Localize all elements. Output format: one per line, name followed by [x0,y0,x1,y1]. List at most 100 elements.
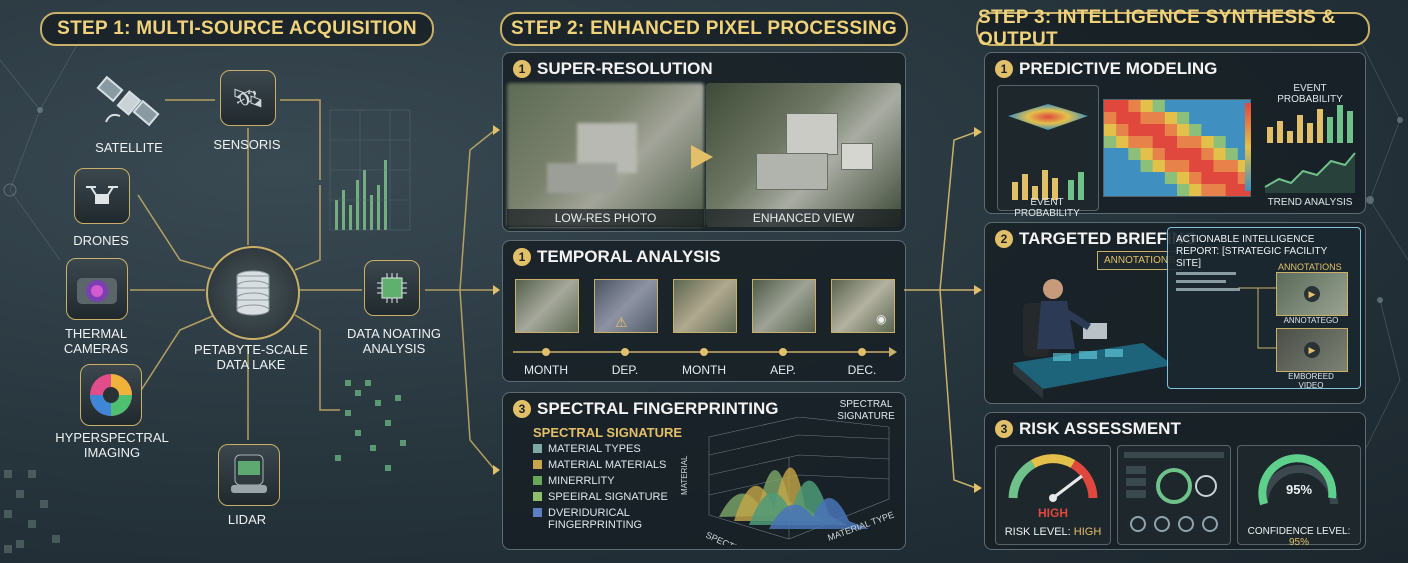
super-resolution-panel: 1 SUPER-RESOLUTION LOW-RES PHOTO ENHANCE… [502,52,906,232]
risk-level-label: RISK LEVEL: [1005,526,1071,538]
heatmap-cell [1177,184,1190,196]
annotations-right-label: ANNOTATIONS [1278,262,1342,272]
lidar-node[interactable] [218,444,280,506]
warning-icon: ⚠ [615,314,628,331]
legend-label: DVERIDURICAL FINGERPRINTING [548,507,683,531]
intelligence-report[interactable]: ACTIONABLE INTELLIGENCE REPORT: [STRATEG… [1167,227,1361,389]
temporal-frame-4[interactable] [752,279,816,333]
drones-node[interactable] [74,168,130,224]
heatmap-cell [1201,100,1214,113]
heatmap-cell [1177,100,1190,113]
legend-label: MATERIAL MATERIALS [548,459,666,471]
legend-item: MATERIAL MATERIALS [533,459,683,471]
heatmap-cell [1141,148,1154,161]
heatmap-cell [1189,148,1202,161]
heatmap-cell [1177,136,1190,149]
enhanced-caption: ENHANCED VIEW [706,209,901,227]
risk-panel: 3 RISK ASSESSMENT HIGH RISK LEVEL: HIGH [984,412,1366,550]
event-probability-bars [1263,97,1357,145]
hyperspectral-node[interactable] [80,364,142,426]
spectral-panel: 3 SPECTRAL FINGERPRINTING SPECTRAL SIGNA… [502,392,906,550]
super-resolution-title: 1 SUPER-RESOLUTION [513,59,713,79]
embedded-video-thumbnail[interactable]: ▶ [1276,328,1348,372]
heatmap-cell [1214,148,1227,161]
temporal-frame-5[interactable]: ◉ [831,279,895,333]
panel-title-text: PREDICTIVE MODELING [1019,59,1217,79]
panel-title-text: SUPER-RESOLUTION [537,59,713,79]
thermal-node[interactable] [66,258,128,320]
legend-item: SPEEIRAL SIGNATURE [533,491,683,503]
analyst-scene [993,253,1183,401]
sensors-label: SENSORIS [200,137,294,152]
confidence-gauge-card: 95% CONFIDENCE LEVEL: 95% [1237,445,1361,545]
sensors-node[interactable]: 🛰 [220,70,276,126]
trend-analysis-caption: TREND ANALYSIS [1261,197,1359,208]
lidar-icon [229,453,269,497]
spectral-legend: MATERIAL TYPESMATERIAL MATERIALSMINERRLI… [533,443,683,535]
database-icon [233,268,273,318]
axis-y-label: MATERIAL [680,455,689,495]
temporal-frame-2[interactable]: ⚠ [594,279,658,333]
heatmap-cell [1165,124,1178,137]
heatmap [1103,99,1251,197]
heatmap-cell [1104,124,1117,137]
event-probability-caption-left: EVENT PROBABILITY [997,197,1097,219]
heatmap-cell [1226,100,1239,113]
heatmap-cell [1128,136,1141,149]
heatmap-cell [1165,148,1178,161]
step-number: 3 [995,420,1013,438]
annotated-thumbnail[interactable]: ▶ [1276,272,1348,316]
timeline-label: AEP. [753,363,813,377]
play-icon: ▶ [1304,342,1320,358]
heatmap-cell [1141,184,1154,196]
temporal-frame-3[interactable] [673,279,737,333]
step-number: 2 [995,230,1013,248]
heatmap-cell [1128,112,1141,125]
heatmap-cell [1189,172,1202,185]
aperture-icon [87,371,135,419]
risk-level-text: RISK LEVEL: HIGH [996,526,1110,538]
datalake-node[interactable] [206,246,300,340]
satellite-label: SATELLITE [82,140,176,155]
confidence-level-text: CONFIDENCE LEVEL: 95% [1238,526,1360,548]
legend-swatch [533,460,542,469]
heatmap-cell [1104,100,1117,113]
analysis-label: DATA NOATING ANALYSIS [340,326,448,356]
heatmap-cell [1116,172,1129,185]
legend-item: MINERRLITY [533,475,683,487]
risk-gauge [996,446,1110,506]
heatmap-cell [1153,112,1166,125]
analysis-node[interactable] [364,260,420,316]
heatmap-cell [1165,184,1178,196]
heatmap-cell [1128,148,1141,161]
step-number: 1 [995,60,1013,78]
heatmap-cell [1165,172,1178,185]
heatmap-cell [1141,160,1154,173]
lidar-label: LIDAR [200,512,294,527]
satellite-icon [92,72,166,136]
heatmap-cell [1226,124,1239,137]
panel-title-text: RISK ASSESSMENT [1019,419,1181,439]
spectral-title: 3 SPECTRAL FINGERPRINTING [513,399,778,419]
heatmap-cell [1104,184,1117,196]
heatmap-cell [1104,160,1117,173]
panel-title-text: TEMPORAL ANALYSIS [537,247,721,267]
heatmap-cell [1177,172,1190,185]
heatmap-cell [1116,100,1129,113]
heatmap-cell [1189,124,1202,137]
heatmap-cell [1214,124,1227,137]
temporal-frame-1[interactable] [515,279,579,333]
heatmap-cell [1201,148,1214,161]
heatmap-cell [1165,160,1178,173]
timeline-axis [513,345,897,359]
axis-x-left-label: SPECTRAL SIGNATURE [704,530,800,545]
heatmap-cell [1165,112,1178,125]
heatmap-cell [1116,160,1129,173]
heatmap-cell [1189,160,1202,173]
heatmap-cell [1201,184,1214,196]
heatmap-cell [1141,124,1154,137]
heatmap-cell [1128,100,1141,113]
legend-label: SPEEIRAL SIGNATURE [548,491,668,503]
risk-title: 3 RISK ASSESSMENT [995,419,1181,439]
legend-swatch [533,492,542,501]
